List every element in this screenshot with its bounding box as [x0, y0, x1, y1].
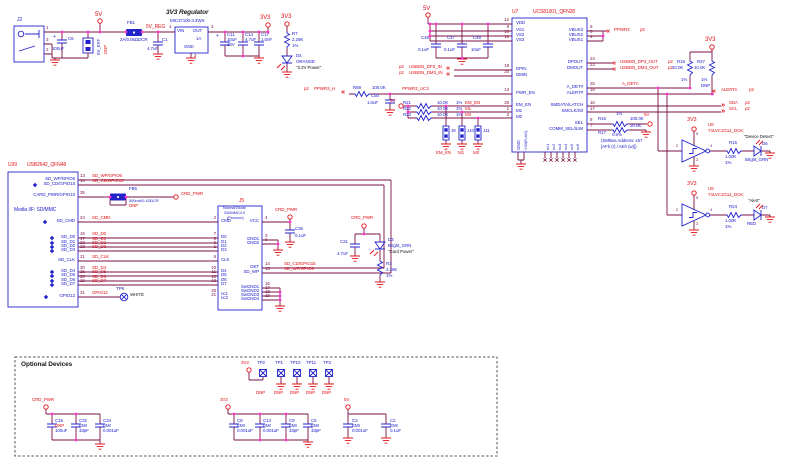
testpoint-tp1: [277, 369, 285, 377]
led-d3-green: [369, 241, 386, 257]
led-d6-green: [753, 139, 764, 157]
wires-optional: [45, 372, 387, 444]
u9-inverter: [681, 203, 711, 227]
barrel-jack-body: [13, 25, 45, 63]
wires: [44, 17, 771, 444]
u7-ucs81001-body: [511, 17, 588, 153]
fb5: [110, 193, 126, 201]
ferrite-bead-symbols: [110, 29, 142, 201]
u39-usb2642-body: [7, 171, 79, 308]
barrel-jack-icon: [17, 30, 40, 52]
no-connect-marks: [543, 157, 577, 163]
j5-sd-connector-body: [217, 205, 263, 311]
capacitor-symbols: [46, 39, 494, 428]
led-d7-red: [753, 203, 764, 221]
wires-sd-section: [78, 179, 392, 306]
optional-devices-box: [14, 356, 498, 457]
jumper-j11: [474, 125, 482, 141]
led-d4-orange: [276, 55, 293, 71]
testpoint-tp9: [119, 292, 129, 302]
testpoint-tp11: [309, 369, 317, 377]
regulator-body: [174, 26, 209, 54]
resistor-symbols: [284, 31, 743, 277]
wires-u7-right: [587, 30, 771, 230]
testpoint-tp2: [259, 369, 267, 377]
power-node-symbols: [43, 12, 715, 410]
jumper-j9: [442, 125, 450, 141]
wires-u7-left: [349, 17, 576, 164]
port-marker-icons: [32, 182, 55, 300]
u8-inverter: [681, 139, 711, 163]
ground-symbols: [49, 53, 776, 450]
testpoint-tp10: [293, 369, 301, 377]
wires-power-input: [44, 23, 288, 72]
schmitt-inverter-symbols: [681, 139, 711, 227]
jumper-j10: [458, 125, 466, 141]
fb1: [126, 29, 142, 36]
component-boxes: [7, 17, 588, 457]
junction-dots: [50, 22, 714, 442]
testpoint-tp3: [325, 369, 333, 377]
